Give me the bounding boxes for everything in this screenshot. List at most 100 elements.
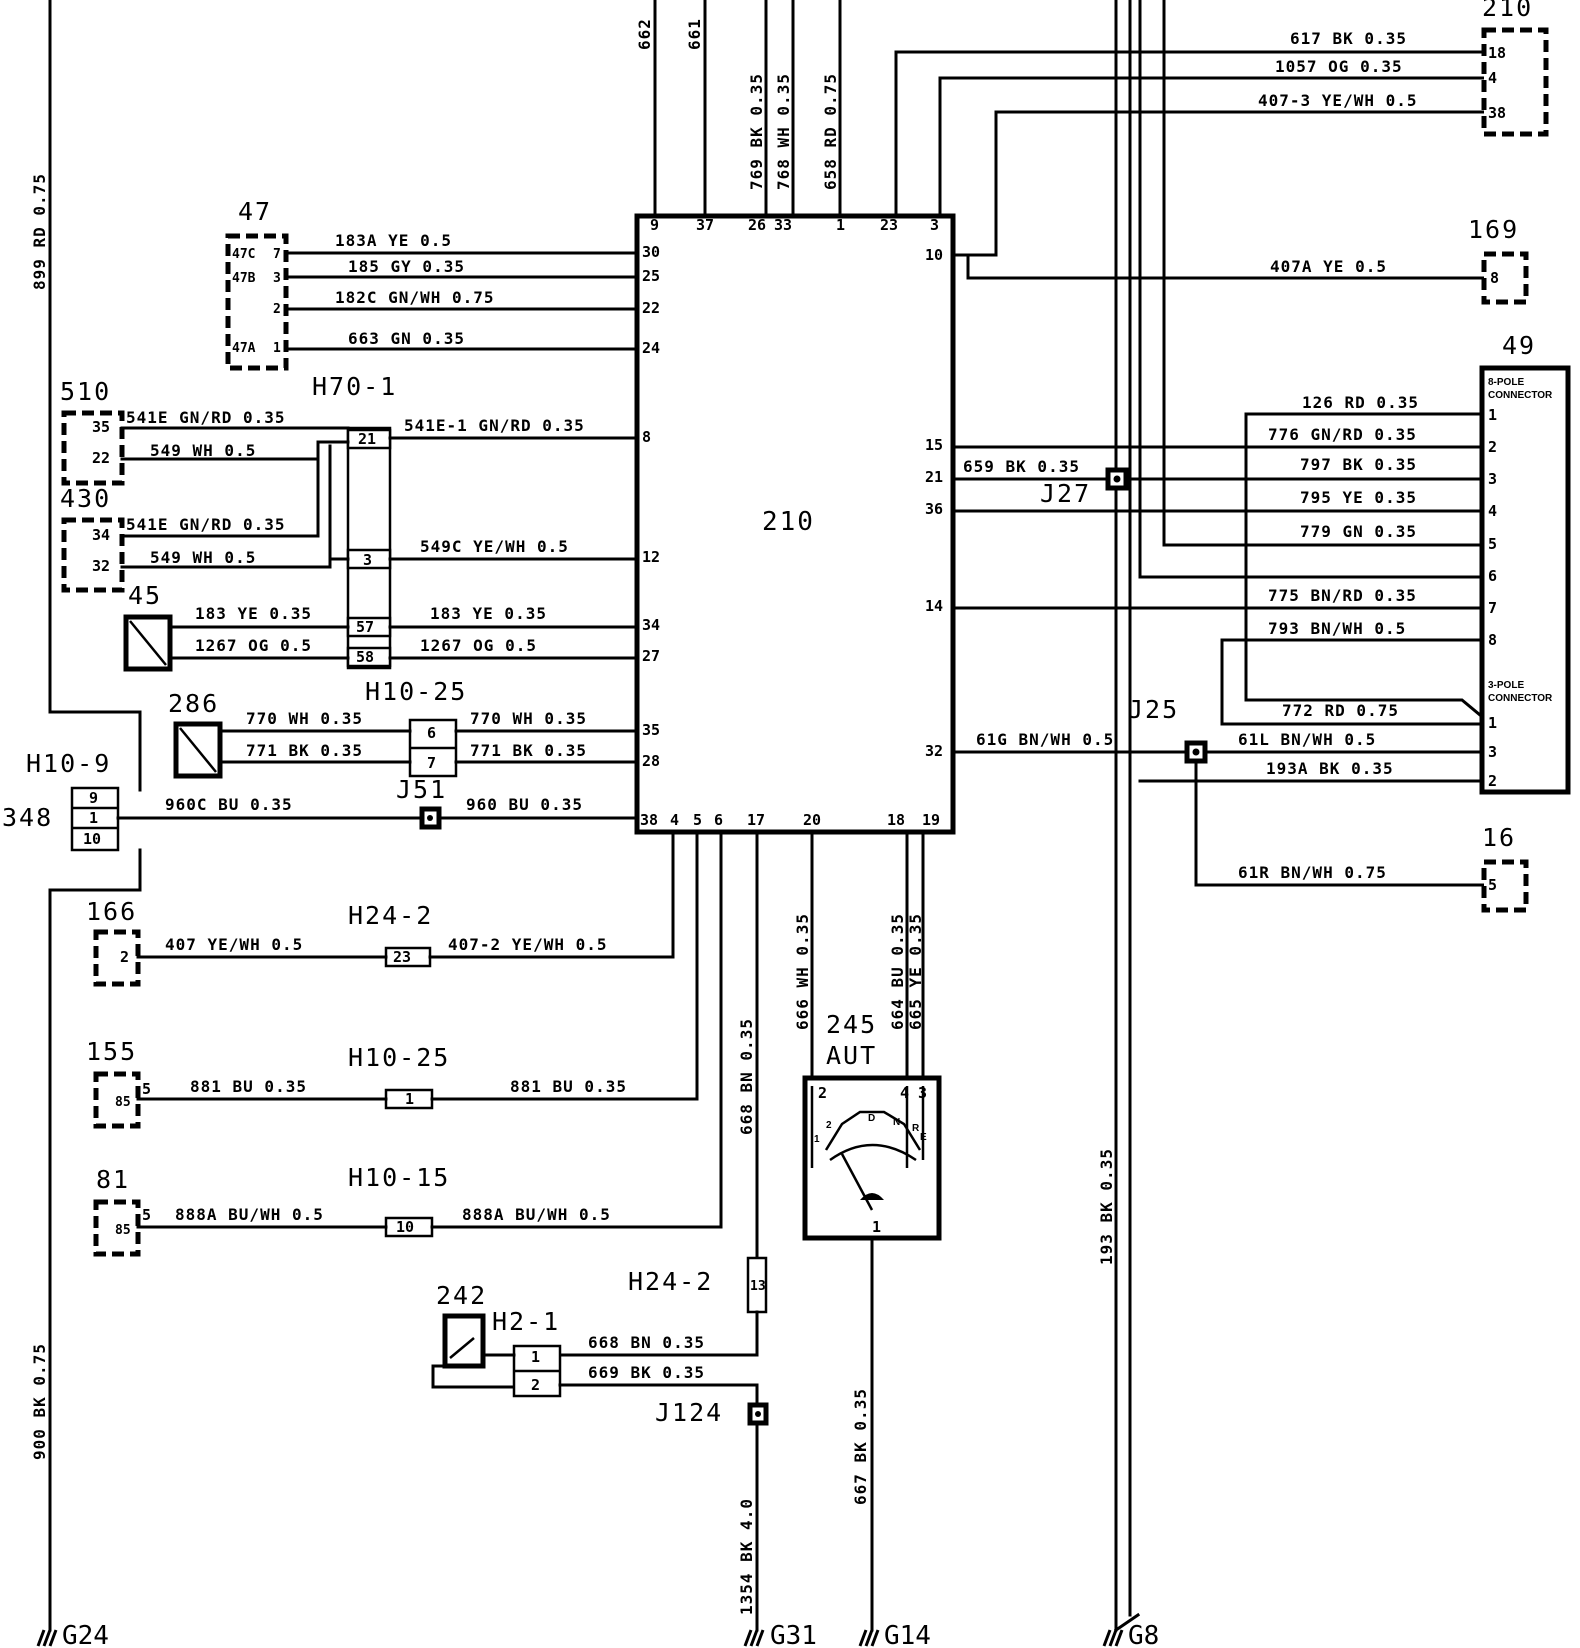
wire-label-659: 659 BK 0.35 [963,457,1080,476]
c49-pin-7: 7 [1488,599,1497,617]
ecu-pin-14: 14 [925,597,943,615]
ecu-pin-32: 32 [925,742,943,760]
h24-2-lower-pin-13: 13 [750,1279,766,1294]
wire-label-668: 668 BN 0.35 [737,1018,756,1135]
ecu-pin-3: 3 [930,216,939,234]
ground-g14-label: G14 [884,1621,931,1648]
connector-h70-1-label: H70-1 [312,372,397,401]
wire-label-617: 617 BK 0.35 [1290,29,1407,48]
wire-label-662: 662 [635,18,654,50]
component-286-label: 286 [168,689,219,718]
ecu-pin-10: 10 [925,246,943,264]
c49-pin-8: 8 [1488,631,1497,649]
connector-h24-2-upper-label: H24-2 [348,901,433,930]
gear-label-e: E [920,1132,927,1143]
connector-155 [93,1071,141,1129]
wire-label-881-left: 881 BU 0.35 [190,1077,307,1096]
c47-pin-1: 1 [273,341,281,356]
gear-selector-needle [840,1153,874,1211]
wire-407-3 [951,110,1488,257]
h2-1-pin-1: 1 [531,1348,540,1366]
c245-pin-1: 1 [872,1218,881,1236]
ecu-pin-8: 8 [642,428,651,446]
c47-pin-2: 2 [273,302,281,317]
wire-label-663: 663 GN 0.35 [348,329,465,348]
c47-pin-47b: 47B [232,271,256,286]
junction-j51-dot [427,815,433,821]
wire-label-668-bn: 668 BN 0.35 [588,1333,705,1352]
wire-label-407-3: 407-3 YE/WH 0.5 [1258,91,1418,110]
wire-label-667: 667 BK 0.35 [851,1388,870,1505]
sensor-286-diagonal [179,727,217,773]
component-169-label: 169 [1468,215,1519,244]
wire-label-185: 185 GY 0.35 [348,257,465,276]
ground-g8: G8 [1102,1621,1159,1648]
wire-label-776: 776 GN/RD 0.35 [1268,425,1417,444]
connector-169 [1481,251,1529,305]
wire-label-888a-right: 888A BU/WH 0.5 [462,1205,611,1224]
connector-47 [225,233,289,371]
wire-668-bn [558,1310,759,1357]
wire-label-661: 661 [685,18,704,50]
component-348-label: 348 [2,803,53,832]
c47-pin-3: 3 [273,271,281,286]
c49-pin-2: 2 [1488,438,1497,456]
c49-pin-3: 3 [1488,470,1497,488]
ecu-pin-21: 21 [925,468,943,486]
wire-label-183a: 183A YE 0.5 [335,231,452,250]
wire-label-779: 779 GN 0.35 [1300,522,1417,541]
h10-15-pin-10: 10 [396,1218,414,1236]
wire-61r [1194,750,1488,887]
wire-label-900: 900 BK 0.75 [30,1343,49,1460]
h70-1-pin-3: 3 [363,551,372,569]
ground-g31: G31 [743,1621,817,1648]
junction-j124-dot [755,1411,761,1417]
wire-bus-merge [1113,1612,1141,1633]
c49-pin-1: 1 [1488,406,1497,424]
wire-772 [1244,412,1489,723]
c210-pin-38: 38 [1488,104,1506,122]
gear-selector-inner-arc [829,1143,917,1162]
wire-label-549-510: 549 WH 0.5 [150,441,256,460]
gear-label-n: N [893,1117,900,1128]
sensor-45-diagonal [129,620,167,666]
wire-label-61g: 61G BN/WH 0.5 [976,730,1114,749]
wire-label-407a: 407A YE 0.5 [1270,257,1387,276]
h70-1-pin-21: 21 [358,430,376,448]
connector-h10-25-lower-label: H10-25 [348,1043,450,1072]
component-242-label: 242 [436,1281,487,1310]
wire-label-61l: 61L BN/WH 0.5 [1238,730,1376,749]
c430-pin-34: 34 [92,526,110,544]
component-210-top-label: 210 [1482,0,1533,22]
c49-3pole-connector-label: CONNECTOR [1488,693,1553,704]
ecu-pin-37: 37 [696,216,714,234]
ecu-210 [634,213,956,835]
h24-2-upper-pin-23: 23 [393,948,411,966]
h10-9-pin-9: 9 [89,789,98,807]
c47-pin-7: 7 [273,247,281,262]
wire-label-666: 666 WH 0.35 [793,913,812,1030]
h10-9-pin-10: 10 [83,830,101,848]
wire-label-61r: 61R BN/WH 0.75 [1238,863,1387,882]
ecu-pin-22: 22 [642,299,660,317]
ecu-pin-9: 9 [650,216,659,234]
wire-407-2 [428,830,675,959]
connector-h10-9-label: H10-9 [26,749,111,778]
ecu-pin-28: 28 [642,752,660,770]
wire-899-rd [48,0,142,792]
c155-pin-5: 5 [142,1080,151,1098]
ecu-pin-18: 18 [887,811,905,829]
ecu-pin-25: 25 [642,267,660,285]
connector-81 [93,1199,141,1257]
wire-549-430 [120,444,350,569]
wire-label-1267-left: 1267 OG 0.5 [195,636,312,655]
wire-label-899: 899 RD 0.75 [30,173,49,290]
c49-pin-6: 6 [1488,567,1497,585]
wire-label-960: 960 BU 0.35 [466,795,583,814]
wire-label-888a-left: 888A BU/WH 0.5 [175,1205,324,1224]
wire-label-771-left: 771 BK 0.35 [246,741,363,760]
wire-888a-right [430,830,723,1229]
ground-g24: G24 [36,1621,109,1648]
wire-label-183-right: 183 YE 0.35 [430,604,547,623]
